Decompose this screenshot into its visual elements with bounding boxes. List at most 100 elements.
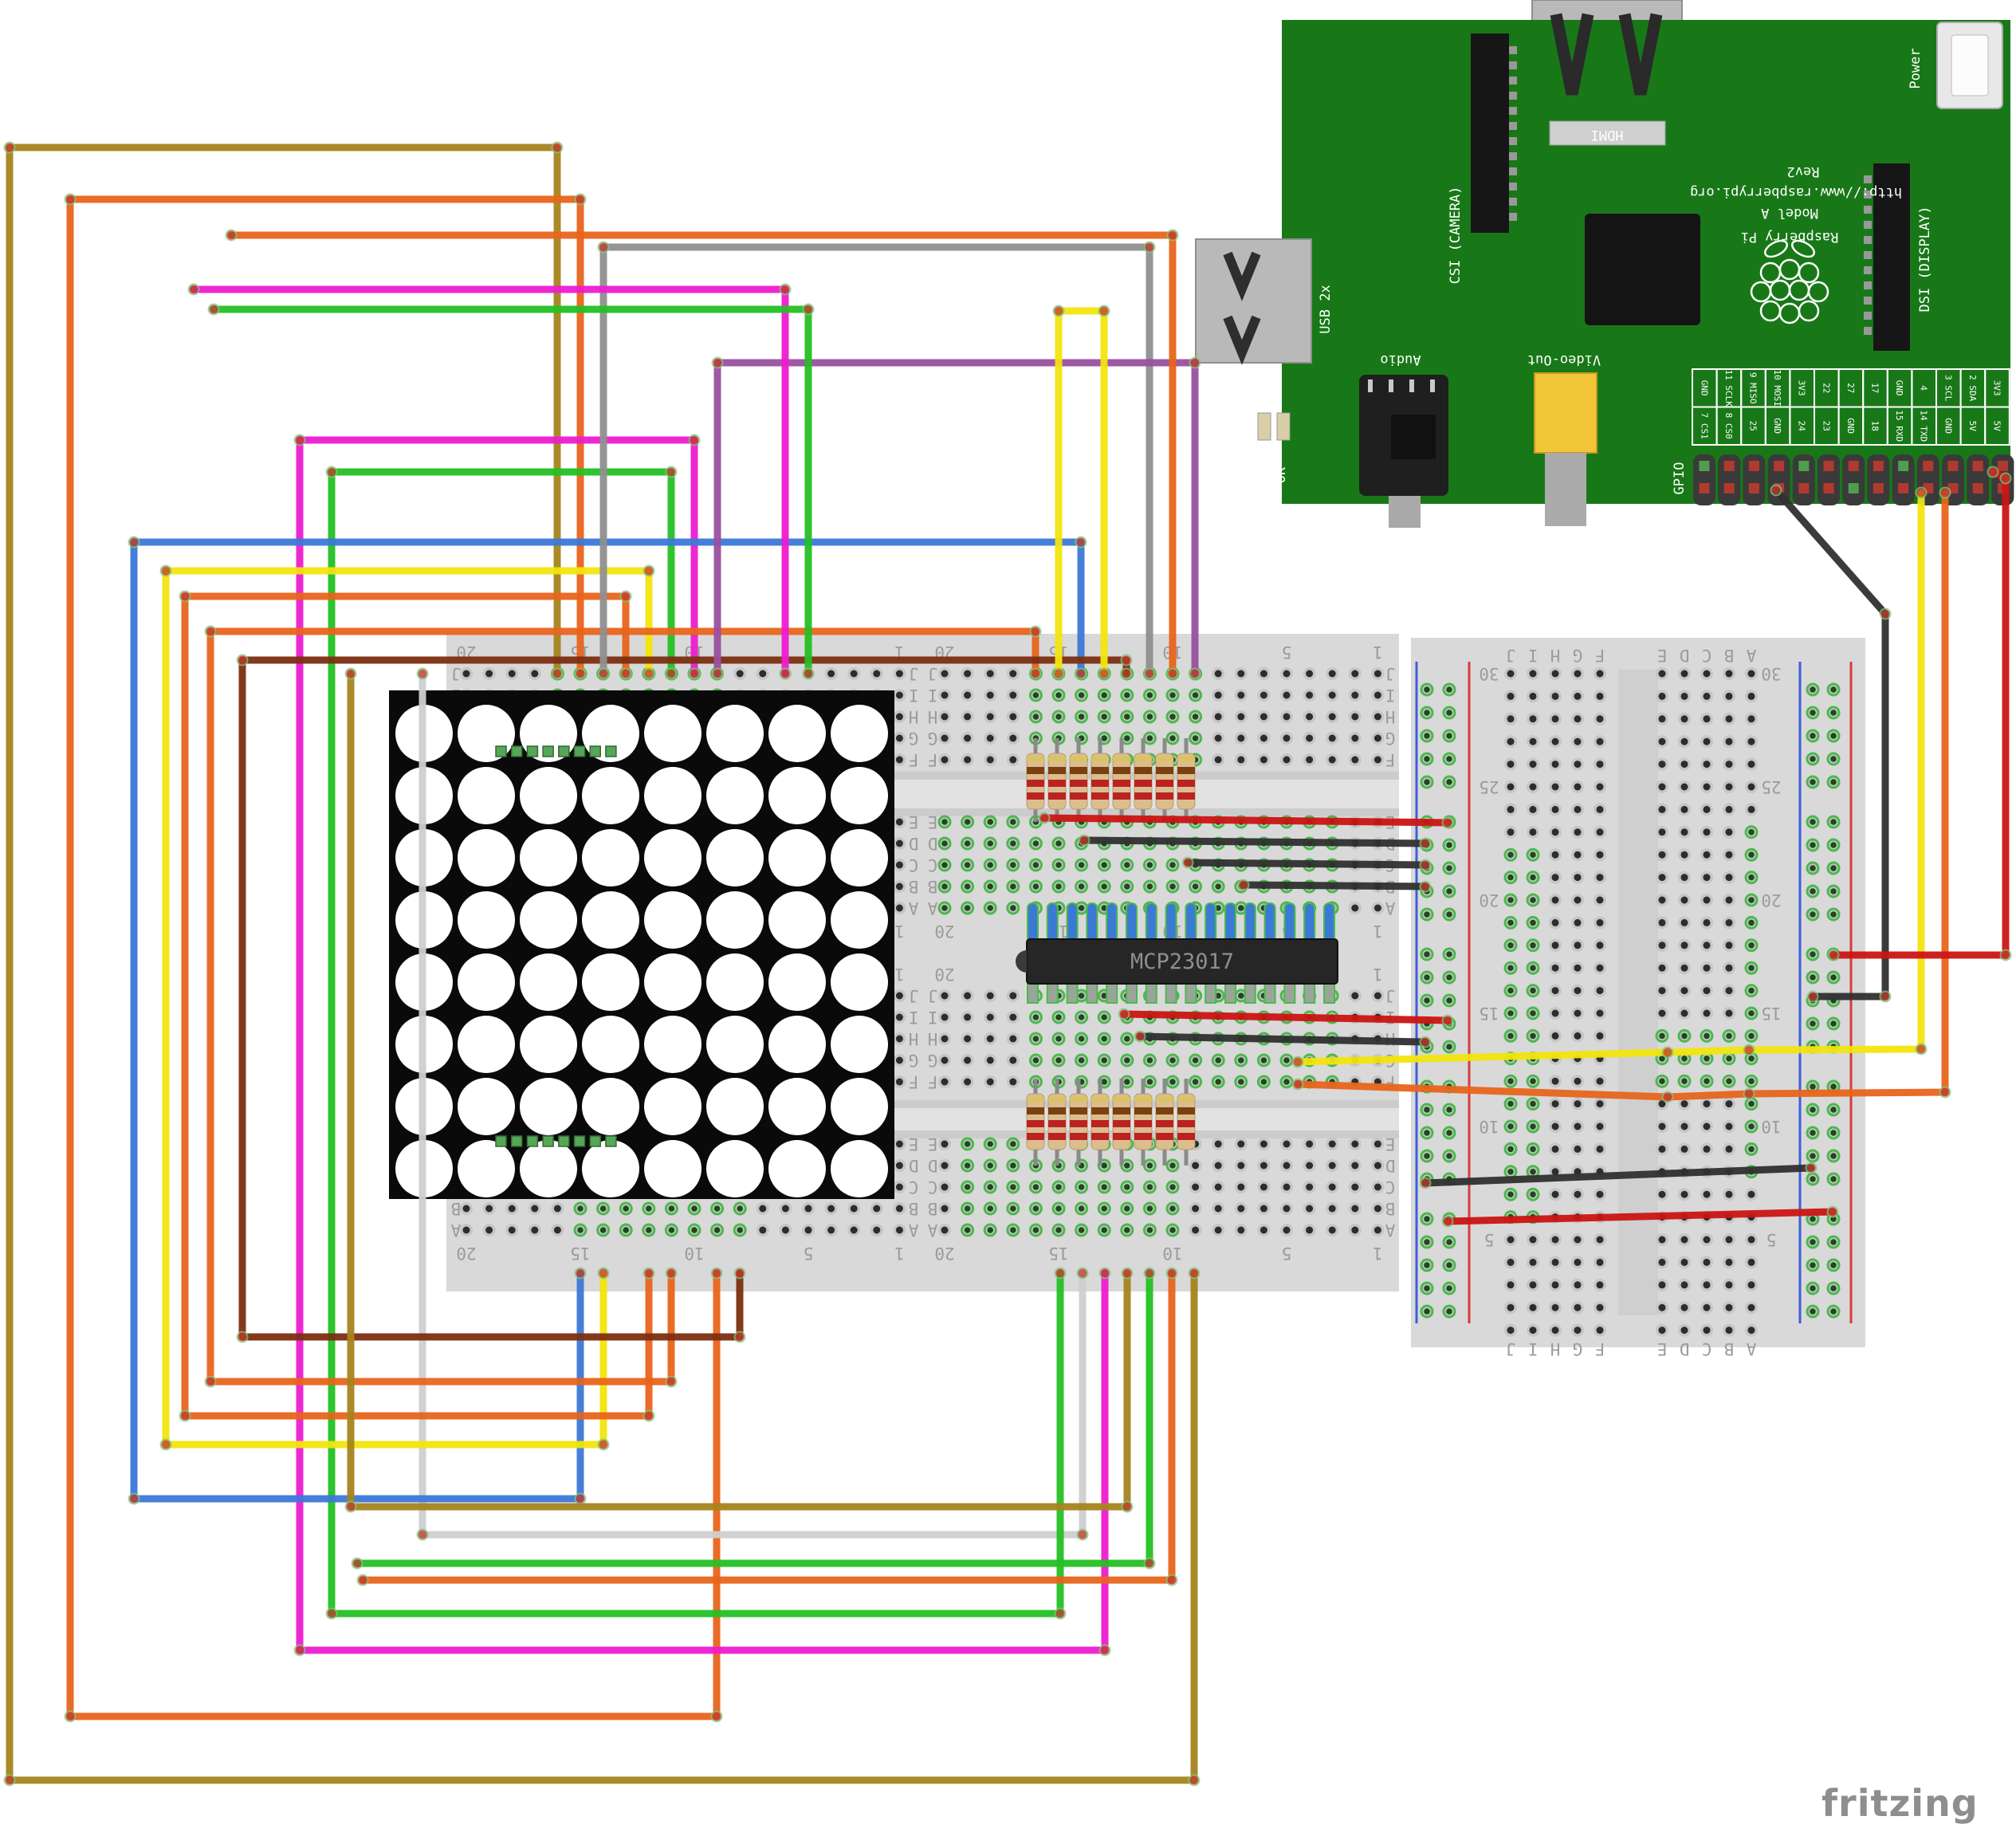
band-red — [1048, 792, 1066, 800]
header-socket — [1743, 454, 1766, 505]
raspberry-pi-board: HDMI CSI (CAMERA) USB 2x Power Audio Vid… — [1195, 0, 2014, 528]
gpio-cell-label: 7 CS1 — [1699, 413, 1709, 439]
band-red — [1134, 1133, 1152, 1140]
breadboard-top-right: JJIIHHGGFFEEDDCCBBAA2020151510105511 — [923, 634, 1399, 963]
header-pin-top — [1848, 461, 1859, 471]
led-dot — [831, 829, 888, 887]
wire-bendpoint — [1098, 667, 1110, 680]
dsi-pin — [1864, 297, 1872, 305]
wire-bendpoint — [1052, 305, 1065, 317]
band-brown — [1027, 1107, 1044, 1115]
column-number: 15 — [570, 1244, 590, 1263]
matrix-pin — [605, 745, 617, 757]
row-number: 25 — [1761, 777, 1781, 796]
wire-bendpoint — [1098, 1644, 1111, 1657]
wire-bendpoint — [1826, 1205, 1839, 1218]
row-letter: J — [1385, 986, 1396, 1005]
led-dot — [582, 1078, 639, 1135]
wire-gnd-black-c — [1184, 859, 1429, 869]
row-letter: I — [909, 686, 919, 705]
center-channel — [1618, 670, 1658, 1315]
band-red — [1113, 1120, 1130, 1127]
row-number: 30 — [1761, 664, 1781, 683]
header-socket — [1967, 454, 1990, 505]
band-red — [1113, 780, 1130, 787]
band-gold — [1156, 1098, 1173, 1101]
wire-bendpoint — [1143, 241, 1156, 254]
header-pin-bottom — [1873, 483, 1884, 493]
row-letter: F — [909, 1072, 919, 1091]
wire-bendpoint — [643, 1409, 655, 1422]
usb-slot — [1223, 251, 1261, 301]
dsi-pin — [1864, 251, 1872, 259]
wire-bendpoint — [1419, 859, 1432, 871]
column-letter: D — [1680, 1339, 1690, 1358]
led-dot — [458, 891, 515, 949]
chip-pin-top — [1263, 902, 1276, 942]
led-dot — [831, 767, 888, 824]
wire-bendpoint — [688, 434, 701, 446]
band-gold — [1048, 757, 1066, 761]
column-number: 1 — [1373, 1244, 1383, 1263]
row-letter: J — [451, 664, 462, 683]
led-dot — [582, 1016, 639, 1073]
led-dot — [831, 891, 888, 949]
led-dot — [706, 705, 764, 762]
gpio-cell-label: GND — [1943, 418, 1953, 434]
band-gold — [1134, 1098, 1152, 1101]
wire-bendpoint — [1999, 949, 2012, 961]
matrix-pin — [589, 745, 601, 757]
row-letter: F — [928, 1072, 938, 1091]
wire-arch-gray — [599, 243, 1153, 678]
band-brown — [1048, 767, 1066, 774]
wire-bendpoint — [597, 1438, 610, 1451]
wire-bendpoint — [159, 1438, 172, 1451]
chip-pin-top — [1106, 902, 1118, 942]
csi-connector — [1471, 33, 1509, 233]
gpio-cell-label: GND — [1772, 418, 1782, 434]
chip-pin-bottom — [1086, 983, 1098, 1004]
row-letter: A — [1385, 898, 1395, 918]
band-red — [1156, 1120, 1173, 1127]
header-pin-bottom — [1748, 483, 1759, 493]
wire-bendpoint — [710, 1267, 723, 1280]
band-red — [1070, 780, 1087, 787]
wire-bendpoint — [1237, 879, 1250, 891]
wire-bendpoint — [597, 1267, 610, 1280]
header-pin-top — [1823, 461, 1834, 471]
wire-pi-gnd-black — [1772, 486, 1889, 1001]
led-dot — [644, 1140, 701, 1197]
matrix-pin — [510, 1135, 523, 1147]
led-dot — [582, 953, 639, 1011]
wire-bendpoint — [665, 1375, 678, 1388]
components-layer: MCP23017 — [1016, 738, 1338, 1166]
matrix-pin — [526, 1135, 539, 1147]
wire-bendpoint — [204, 625, 217, 638]
hdmi-lip — [1549, 120, 1666, 146]
csi-pin — [1509, 77, 1517, 85]
wire-loop-magenta — [296, 436, 1109, 1654]
column-letter: B — [1724, 1339, 1735, 1358]
chip-pin-bottom — [1165, 983, 1177, 1004]
resistor-bank — [1026, 1079, 1196, 1166]
gpio-cell-label: 3V3 — [1797, 380, 1807, 396]
led-dot — [520, 891, 577, 949]
wire-bendpoint — [1291, 1078, 1304, 1091]
band-brown — [1134, 767, 1152, 774]
column-number: 1 — [894, 965, 905, 984]
row-letter: J — [909, 664, 919, 683]
column-letter: G — [1573, 646, 1583, 665]
header-socket — [1818, 454, 1840, 505]
wire-bendpoint — [1879, 990, 1892, 1003]
band-brown — [1113, 1107, 1130, 1115]
csi-pin — [1509, 122, 1517, 130]
column-number: 1 — [1373, 643, 1383, 662]
wire-bendpoint — [207, 303, 220, 316]
wire-bendpoint — [1052, 667, 1065, 680]
wire-gnd-black-h — [1136, 1032, 1429, 1046]
wire-bendpoint — [1879, 607, 1892, 620]
row-letter: F — [1385, 750, 1396, 769]
band-gold — [1027, 1098, 1044, 1101]
wire-bendpoint — [1098, 1267, 1111, 1280]
row-number: 25 — [1479, 777, 1499, 796]
